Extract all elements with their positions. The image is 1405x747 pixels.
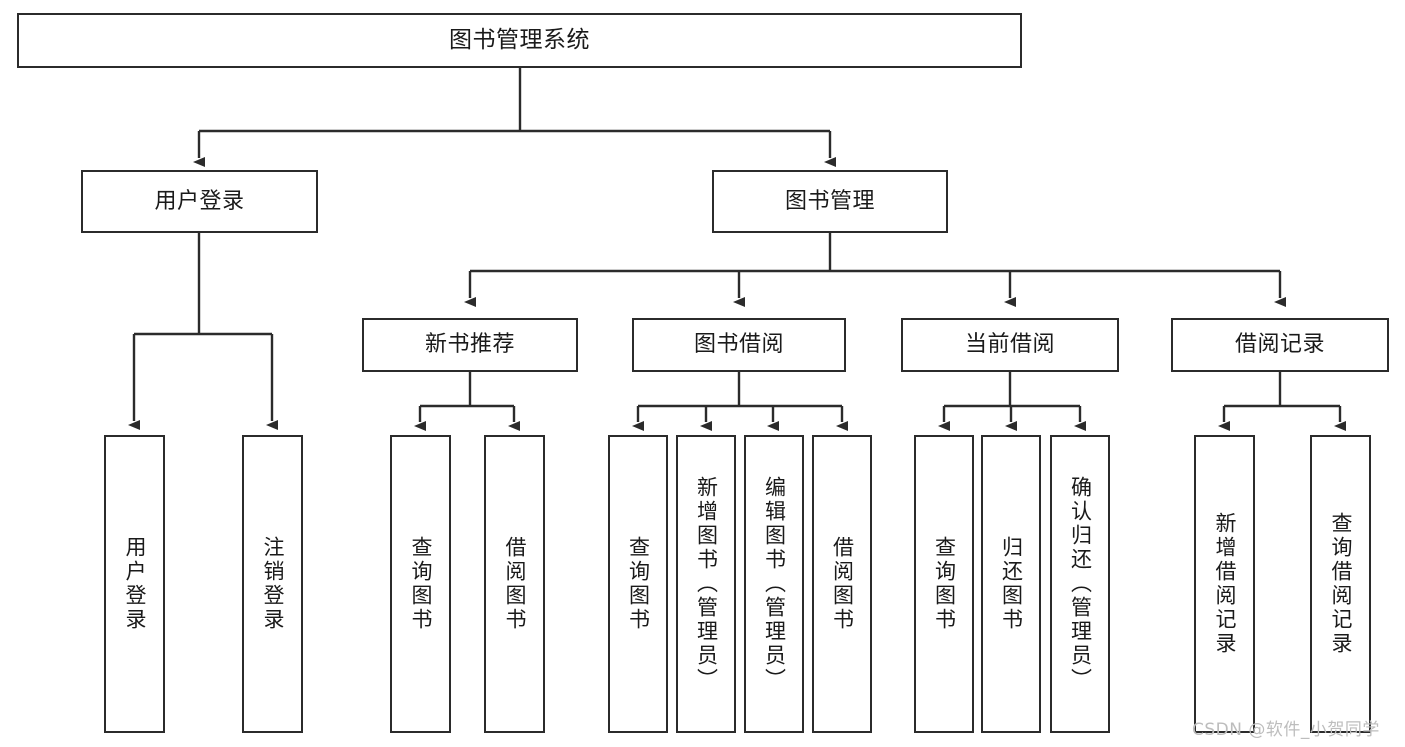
node-label: 图书管理 — [784, 188, 875, 214]
leaf-return-book[interactable]: 归还图书 — [981, 435, 1041, 733]
node-book-borrow[interactable]: 图书借阅 — [632, 318, 846, 372]
node-label: 查询图书 — [932, 536, 957, 632]
node-label: 用户登录 — [123, 536, 147, 632]
node-label: 注销登录 — [261, 536, 285, 632]
leaf-query-book-current[interactable]: 查询图书 — [914, 435, 974, 733]
leaf-borrow-book[interactable]: 借阅图书 — [812, 435, 872, 733]
leaf-edit-book-admin[interactable]: 编辑图书（管理员） — [744, 435, 804, 733]
csdn-watermark: CSDN @软件_小贺同学 — [1192, 720, 1380, 740]
node-label: 图书借阅 — [693, 332, 784, 358]
node-new-book-recommend[interactable]: 新书推荐 — [362, 318, 578, 372]
node-label: 图书管理系统 — [449, 26, 590, 53]
node-label: 查询图书 — [626, 536, 651, 632]
node-label: 新增借阅记录 — [1213, 512, 1237, 656]
node-label: 编辑图书（管理员） — [762, 476, 787, 692]
node-label: 新书推荐 — [424, 332, 515, 358]
node-label: 查询借阅记录 — [1329, 512, 1353, 656]
leaf-query-book-recommend[interactable]: 查询图书 — [390, 435, 451, 733]
node-borrow-record[interactable]: 借阅记录 — [1171, 318, 1389, 372]
leaf-confirm-return-admin[interactable]: 确认归还（管理员） — [1050, 435, 1110, 733]
node-label: 用户登录 — [154, 188, 245, 214]
leaf-add-borrow-record[interactable]: 新增借阅记录 — [1194, 435, 1255, 733]
node-label: 查询图书 — [409, 536, 433, 632]
leaf-logout-login[interactable]: 注销登录 — [242, 435, 303, 733]
leaf-borrow-book-recommend[interactable]: 借阅图书 — [484, 435, 545, 733]
node-label: 当前借阅 — [964, 332, 1055, 358]
node-current-borrow[interactable]: 当前借阅 — [901, 318, 1119, 372]
leaf-add-book-admin[interactable]: 新增图书（管理员） — [676, 435, 736, 733]
node-label: 借阅记录 — [1234, 332, 1325, 358]
node-book-management[interactable]: 图书管理 — [712, 170, 948, 233]
node-root-system[interactable]: 图书管理系统 — [17, 13, 1022, 68]
node-user-login[interactable]: 用户登录 — [81, 170, 318, 233]
node-label: 借阅图书 — [830, 536, 855, 632]
leaf-query-borrow-record[interactable]: 查询借阅记录 — [1310, 435, 1371, 733]
node-label: 确认归还（管理员） — [1068, 476, 1093, 692]
node-label: 归还图书 — [999, 536, 1024, 632]
leaf-user-login[interactable]: 用户登录 — [104, 435, 165, 733]
node-label: 借阅图书 — [503, 536, 527, 632]
leaf-query-book-borrow[interactable]: 查询图书 — [608, 435, 668, 733]
node-label: 新增图书（管理员） — [694, 476, 719, 692]
